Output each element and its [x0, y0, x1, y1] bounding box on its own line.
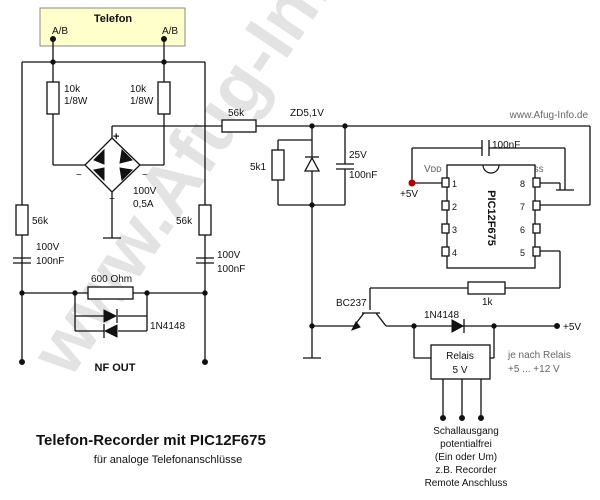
relay-note-2: +5 ... +12 V — [508, 364, 560, 375]
pin-6: 6 — [520, 225, 525, 235]
output-note-2: potentialfrei — [440, 439, 492, 450]
site-credit: www.Afug-Info.de — [509, 110, 589, 121]
r-zener-par-value: 5k1 — [250, 162, 267, 173]
pic-chip — [446, 164, 536, 269]
nf-out-label: NF OUT — [95, 362, 136, 374]
zener-label: ZD5,1V — [290, 108, 324, 119]
nf-out-terminal-left — [19, 359, 25, 365]
resistor-10k-left — [46, 81, 60, 115]
pic-supply: +5V — [400, 189, 418, 200]
transistor-bc237 — [350, 312, 387, 331]
c-zener-voltage: 25V — [349, 150, 367, 161]
pin-7: 7 — [520, 202, 525, 212]
c-left-value: 100nF — [36, 256, 64, 267]
diode-pair-label: 1N4148 — [150, 321, 185, 332]
pin-8: 8 — [520, 179, 525, 189]
c-zener-value: 100nF — [349, 170, 377, 181]
r-left-low-value: 56k — [32, 216, 49, 227]
plus5v-label: +5V — [563, 322, 581, 333]
r-left-top-value: 10k — [64, 84, 81, 95]
pic-vdd-label: Vᴅᴅ — [424, 164, 442, 175]
r-left-top-power: 1/8W — [64, 96, 88, 107]
bridge-ac-left: ~ — [76, 170, 82, 181]
output-note-1: Schallausgang — [433, 426, 499, 437]
resistor-600-ohm — [87, 286, 134, 300]
chip-notch — [482, 164, 500, 174]
c-right-value: 100nF — [217, 264, 245, 275]
r-right-top-power: 1/8W — [130, 96, 154, 107]
r-base-value: 1k — [482, 297, 494, 308]
relay-diode — [451, 319, 465, 333]
r-600-value: 600 Ohm — [91, 274, 132, 285]
r-series-value: 56k — [228, 108, 245, 119]
output-note-4: z.B. Recorder — [435, 465, 497, 476]
pin-4: 4 — [452, 248, 457, 258]
diode-pair-forward — [103, 309, 118, 323]
c-right-voltage: 100V — [217, 250, 241, 261]
c-left-voltage: 100V — [36, 242, 60, 253]
resistor-56k-series — [221, 119, 257, 133]
bridge-ac-right: ~ — [142, 170, 148, 181]
bridge-plus: + — [113, 131, 119, 143]
transistor-label: BC237 — [336, 298, 367, 309]
relay-contact-2 — [459, 415, 465, 421]
pin-3: 3 — [452, 225, 457, 235]
bridge-current: 0,5A — [133, 199, 154, 210]
terminal-right-label: A/B — [162, 26, 178, 37]
relay — [430, 344, 491, 380]
relay-contact-1 — [440, 415, 446, 421]
zener-diode — [303, 156, 321, 172]
telefon-header-box — [39, 7, 186, 47]
diode-pair-reverse — [103, 324, 118, 338]
diagram-subtitle: für analoge Telefonanschlüsse — [94, 454, 242, 466]
resistor-5k1 — [271, 149, 285, 181]
relay-line2: 5 V — [452, 365, 467, 376]
vdd-node — [408, 179, 416, 187]
terminal-left-label: A/B — [52, 26, 68, 37]
output-note-5: Remote Anschluss — [425, 478, 508, 489]
nf-out-terminal-right — [202, 359, 208, 365]
diagram-title: Telefon-Recorder mit PIC12F675 — [36, 432, 266, 449]
pic-part-label: PIC12F675 — [485, 190, 497, 246]
resistor-56k-right — [198, 204, 212, 236]
relay-line1: Relais — [446, 351, 474, 362]
relay-diode-label: 1N4148 — [424, 310, 459, 321]
resistor-1k — [467, 281, 506, 295]
pin-1: 1 — [452, 179, 457, 189]
bridge-voltage: 100V — [133, 186, 157, 197]
telefon-header: Telefon — [94, 13, 133, 25]
pin-2: 2 — [452, 202, 457, 212]
relay-note-1: je nach Relais — [507, 350, 571, 361]
pin-5: 5 — [520, 248, 525, 258]
r-right-low-value: 56k — [176, 216, 193, 227]
output-note-3: (Ein oder Um) — [435, 452, 497, 463]
resistor-10k-right — [157, 81, 171, 115]
resistor-56k-left — [15, 204, 29, 236]
relay-contact-3 — [478, 415, 484, 421]
c-pic-value: 100nF — [492, 140, 520, 151]
r-right-top-value: 10k — [130, 84, 147, 95]
